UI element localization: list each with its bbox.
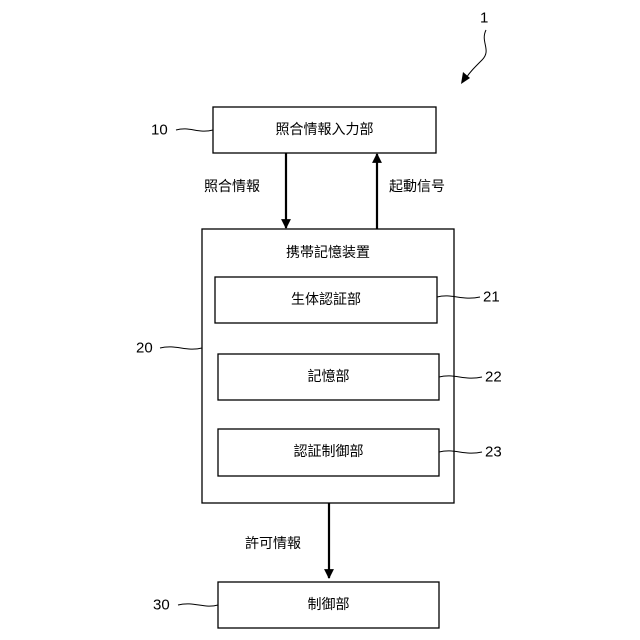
- collation-input-unit: 照合情報入力部 10: [151, 107, 436, 153]
- collation-input-label: 照合情報入力部: [276, 122, 374, 138]
- ref-21: 21: [483, 289, 500, 306]
- control-unit: 制御部 30: [153, 582, 439, 628]
- ref-20: 20: [136, 340, 153, 357]
- collation-info-label: 照合情報: [204, 179, 260, 195]
- figure-ref-leader: [466, 30, 486, 78]
- permission-info-edge: 許可情報: [245, 503, 329, 578]
- ref-10: 10: [151, 122, 168, 139]
- figure-reference: 1: [461, 10, 488, 85]
- storage-unit: 記憶部 22: [218, 354, 502, 400]
- biometric-auth-label: 生体認証部: [291, 292, 361, 308]
- biometric-auth-unit: 生体認証部 21: [215, 277, 500, 323]
- auth-control-label: 認証制御部: [294, 444, 364, 460]
- activation-signal-label: 起動信号: [389, 179, 445, 195]
- auth-control-unit: 認証制御部 23: [218, 429, 502, 476]
- ref-30: 30: [153, 597, 170, 614]
- collation-info-edge: 照合情報: [204, 153, 286, 228]
- control-label: 制御部: [308, 597, 350, 613]
- figure-ref-number: 1: [480, 10, 488, 27]
- activation-signal-edge: 起動信号: [377, 154, 445, 229]
- storage-label: 記憶部: [308, 368, 350, 385]
- ref-22: 22: [485, 369, 502, 386]
- portable-storage-label: 携帯記憶装置: [286, 244, 370, 261]
- ref-20-leader: [160, 347, 202, 349]
- ref-23: 23: [485, 444, 502, 461]
- ref-30-leader: [178, 604, 218, 606]
- ref-10-leader: [176, 129, 213, 131]
- permission-info-label: 許可情報: [245, 536, 301, 552]
